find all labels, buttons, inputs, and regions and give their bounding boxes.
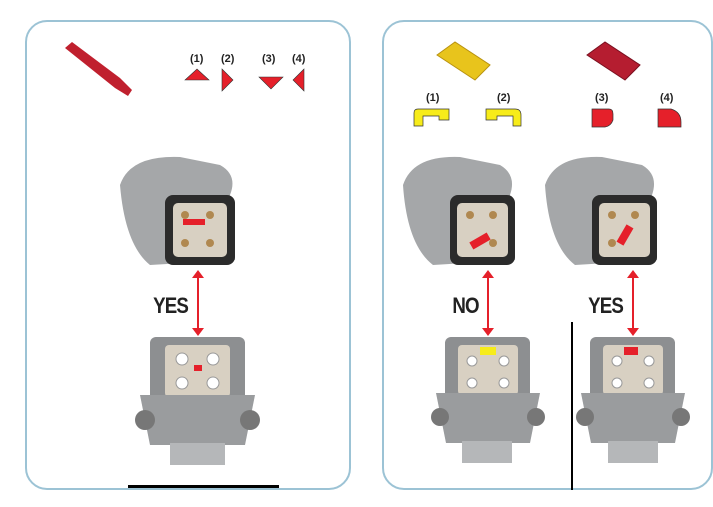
connector-housing [135, 337, 260, 465]
coding-label-2: (2) [497, 92, 511, 104]
triangle-down-icon [258, 76, 284, 90]
triangle-left-icon [292, 68, 305, 92]
result-yes-label: YES [588, 293, 624, 318]
red-coding-shape-3-icon [591, 108, 614, 128]
connector-hood-yellow-coded [403, 156, 515, 265]
triangle-up-icon [184, 68, 210, 81]
double-arrow-icon [482, 270, 494, 336]
divider [128, 485, 279, 488]
red-coding-insert-icon [586, 41, 641, 81]
coding-label-4: (4) [292, 53, 306, 65]
yellow-coding-shape-1-icon [413, 108, 450, 127]
coding-label-3: (3) [262, 53, 276, 65]
yellow-coding-insert-icon [436, 41, 491, 81]
coding-label-1: (1) [190, 53, 204, 65]
coding-label-4: (4) [660, 92, 674, 104]
result-no-label: NO [452, 293, 479, 318]
red-coding-shape-4-icon [657, 108, 682, 128]
double-arrow-icon [192, 270, 204, 336]
coding-label-1: (1) [426, 92, 440, 104]
triangle-right-icon [221, 68, 234, 92]
divider [571, 322, 573, 490]
result-yes-label: YES [153, 293, 189, 318]
yellow-coding-shape-2-icon [485, 108, 522, 127]
double-arrow-icon [627, 270, 639, 336]
connector-housing-red-coded [576, 337, 690, 463]
coding-label-3: (3) [595, 92, 609, 104]
connector-hood-red-coded [545, 156, 657, 265]
coding-pin-icon [65, 42, 132, 96]
connector-housing-yellow-coded [431, 337, 545, 463]
coding-label-2: (2) [221, 53, 235, 65]
connector-hood [120, 156, 235, 265]
